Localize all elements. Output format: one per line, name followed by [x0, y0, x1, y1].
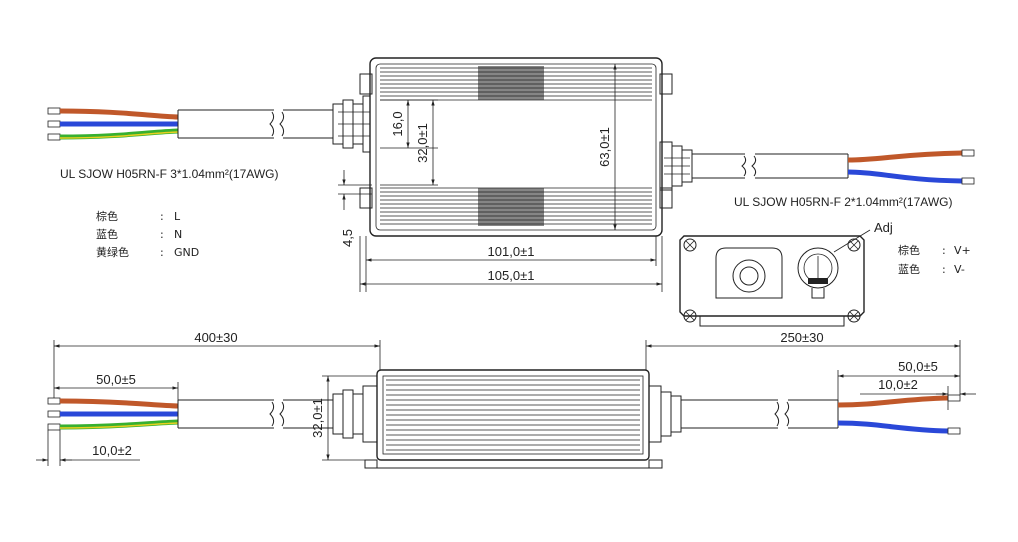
legend-out-sep-1: :: [942, 244, 946, 257]
dim-50-right: 50,0±5: [898, 359, 938, 374]
screw-icon: [683, 238, 697, 252]
input-cable-spec: UL SJOW H05RN-F 3*1.04mm²(17AWG): [60, 167, 278, 181]
dim-50-left: 50,0±5: [96, 372, 136, 387]
legend-out-sep-2: :: [942, 263, 946, 276]
dim-105: 105,0±1: [488, 268, 535, 283]
top-input-wires: [47, 107, 333, 141]
top-view: UL SJOW H05RN-F 3*1.04mm²(17AWG): [47, 57, 975, 292]
top-output-wires: [692, 149, 975, 185]
legend-in-name-1: 棕色: [96, 209, 118, 223]
dim-10-left: 10,0±2: [92, 443, 132, 458]
screw-icon: [847, 309, 861, 323]
screw-icon: [847, 238, 861, 252]
dim-250: 250±30: [780, 330, 823, 345]
top-dimensions: 16,0 32,0±1 63,0±1 4,5 101,0±1 105,0±1: [338, 63, 663, 292]
dim-4-5: 4,5: [340, 229, 355, 247]
legend-in-value-1: L: [174, 210, 181, 223]
adjust-knob-icon: [797, 247, 839, 289]
legend-out-value-2: V-: [954, 263, 965, 276]
legend-in-sep-2: :: [160, 228, 164, 241]
top-housing: [359, 57, 673, 237]
adj-label: Adj: [874, 220, 893, 235]
dim-16: 16,0: [390, 111, 405, 136]
legend-out-name-1: 棕色: [898, 243, 920, 257]
dim-400: 400±30: [194, 330, 237, 345]
side-dimensions: 400±30 50,0±5 10,0±2 32,0±1 250±30 50,0±…: [36, 330, 976, 466]
top-output-gland: [659, 141, 693, 191]
top-input-gland: [332, 95, 376, 153]
legend-in-sep-1: :: [160, 210, 164, 223]
legend-out-name-2: 蓝色: [898, 262, 920, 276]
screw-icon: [683, 309, 697, 323]
legend-out-value-1: V+: [954, 244, 971, 257]
dim-32-top: 32,0±1: [415, 123, 430, 163]
output-color-legend: 棕色 : V+ 蓝色 : V-: [898, 243, 971, 276]
legend-in-name-3: 黄绿色: [96, 245, 129, 259]
dim-10-right: 10,0±2: [878, 377, 918, 392]
dim-32-side: 32,0±1: [310, 398, 325, 438]
output-cable-spec: UL SJOW H05RN-F 2*1.04mm²(17AWG): [734, 195, 952, 209]
legend-in-sep-3: :: [160, 246, 164, 259]
legend-in-value-3: GND: [174, 246, 199, 259]
dim-101: 101,0±1: [488, 244, 535, 259]
dim-63: 63,0±1: [597, 127, 612, 167]
side-view: [47, 369, 961, 469]
legend-in-value-2: N: [174, 228, 182, 241]
legend-in-name-2: 蓝色: [96, 227, 118, 241]
end-view: Adj: [679, 220, 893, 327]
input-color-legend: 棕色 : L 蓝色 : N 黄绿色 : GND: [96, 209, 199, 259]
